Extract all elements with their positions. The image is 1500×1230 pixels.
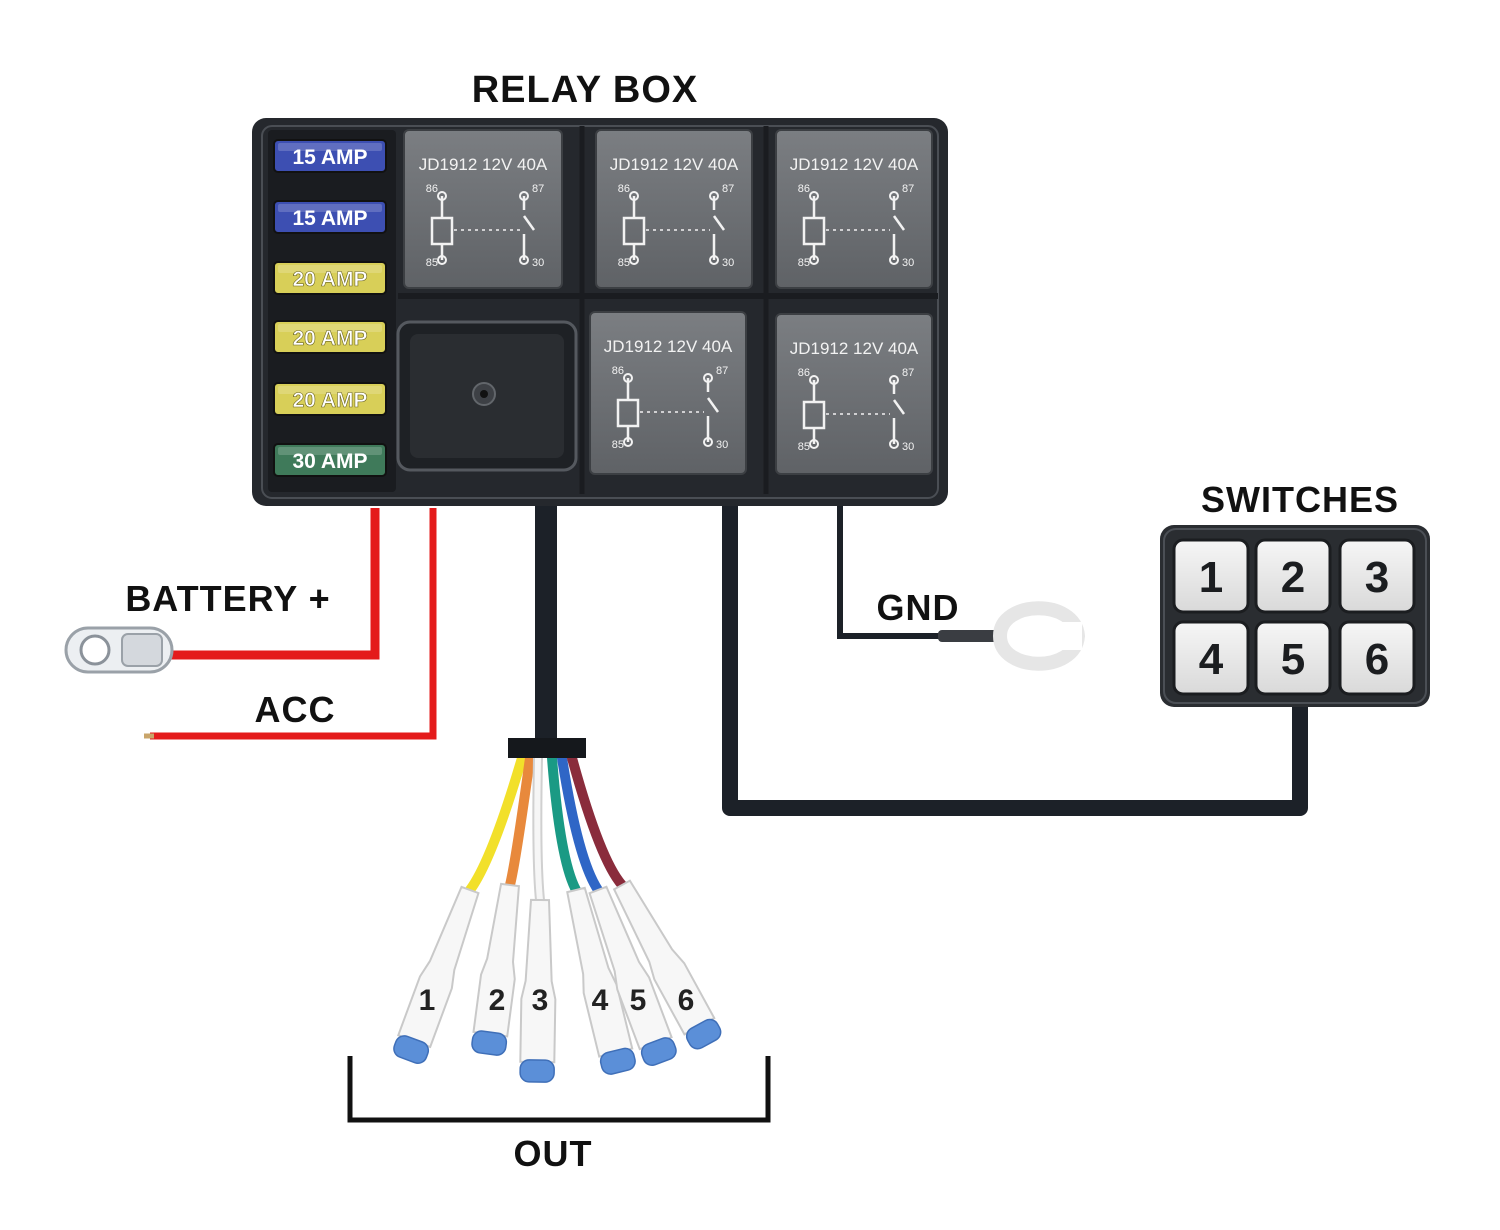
cable-sleeve (508, 738, 586, 758)
relay-pin-number: 85 (798, 441, 810, 453)
output-number-label: 1 (419, 984, 436, 1017)
relay-2: JD1912 12V 40A 86 87 85 30 (595, 129, 753, 289)
relay-schematic: 86 87 85 30 (612, 365, 729, 451)
fuse-label: 15 AMP (292, 146, 367, 169)
output-terminal-5: 5 (588, 885, 677, 1067)
output-wire-6 (567, 753, 627, 890)
relay-3: JD1912 12V 40A 86 87 85 30 (775, 129, 933, 289)
relay-pin-number: 86 (612, 365, 624, 377)
battery-ring-terminal (64, 626, 174, 674)
relay-pin-number: 86 (618, 183, 630, 195)
relay-pin-number: 87 (532, 183, 544, 195)
relay-pin-number: 85 (618, 257, 630, 269)
relay-box-title: RELAY BOX (472, 69, 699, 111)
relay-1: JD1912 12V 40A 86 87 85 30 (403, 129, 563, 289)
relay-label: JD1912 12V 40A (419, 155, 548, 174)
output-number-label: 4 (592, 984, 609, 1017)
relay-pin-number: 85 (426, 257, 438, 269)
relay-pin-number: 86 (426, 183, 438, 195)
out-bracket (347, 1056, 771, 1123)
switch-button-label: 1 (1199, 553, 1223, 602)
switches-label: SWITCHES (1201, 479, 1399, 520)
output-number-label: 3 (532, 984, 549, 1017)
relay-pin-number: 87 (716, 365, 728, 377)
switch-button-1[interactable]: 1 (1172, 538, 1250, 614)
fuse-label: 20 AMP (292, 327, 367, 350)
switch-button-label: 2 (1281, 553, 1305, 602)
output-number-label: 2 (489, 984, 506, 1017)
relay-schematic: 86 87 85 30 (426, 183, 545, 269)
switch-button-label: 4 (1199, 635, 1224, 684)
relay-pin-number: 30 (722, 257, 734, 269)
fuse-6: 30 AMP (273, 443, 387, 477)
relay-schematic: 86 87 85 30 (618, 183, 735, 269)
output-wire-bundle (465, 753, 627, 905)
relay-schematic: 86 87 85 30 (798, 183, 915, 269)
gnd-wire (837, 505, 950, 639)
relay-label: JD1912 12V 40A (604, 337, 733, 356)
relay-label: JD1912 12V 40A (610, 155, 739, 174)
output-wire-4 (547, 753, 581, 895)
relay-pin-number: 30 (532, 257, 544, 269)
switch-button-label: 6 (1365, 635, 1389, 684)
output-terminal-4: 4 (566, 886, 636, 1075)
fuse-label: 30 AMP (292, 450, 367, 473)
relay-label: JD1912 12V 40A (790, 339, 919, 358)
relay-pin-number: 30 (902, 441, 914, 453)
fuse-label: 15 AMP (292, 207, 367, 230)
relay-pin-number: 30 (902, 257, 914, 269)
relay-pin-number: 86 (798, 367, 810, 379)
battery-label: BATTERY + (125, 578, 330, 619)
relay-pin-number: 86 (798, 183, 810, 195)
fuse-4: 20 AMP (273, 320, 387, 354)
output-number-label: 5 (630, 984, 647, 1017)
fuse-2: 15 AMP (273, 200, 387, 234)
battery-wire (170, 508, 380, 660)
switch-button-label: 3 (1365, 553, 1389, 602)
acc-label: ACC (255, 689, 336, 730)
output-terminal-6: 6 (612, 879, 722, 1050)
relay-label: JD1912 12V 40A (790, 155, 919, 174)
output-terminal-1: 1 (393, 885, 480, 1064)
output-wire-2 (505, 753, 535, 890)
relay-pin-number: 87 (902, 367, 914, 379)
fuse-label: 20 AMP (292, 268, 367, 291)
fuse-label: 20 AMP (292, 389, 367, 412)
relay-pin-number: 87 (722, 183, 734, 195)
acc-wire (150, 508, 437, 740)
switch-button-label: 5 (1281, 635, 1305, 684)
switch-button-4[interactable]: 4 (1172, 620, 1250, 696)
relay-schematic: 86 87 85 30 (798, 367, 915, 453)
out-label: OUT (514, 1133, 593, 1174)
switch-button-6[interactable]: 6 (1338, 620, 1416, 696)
gnd-label: GND (877, 587, 960, 628)
relay-5: JD1912 12V 40A 86 87 85 30 (775, 313, 933, 475)
switch-cable (722, 505, 1308, 816)
switch-button-3[interactable]: 3 (1338, 538, 1416, 614)
output-terminal-3: 3 (519, 898, 557, 1083)
relay-pin-number: 30 (716, 439, 728, 451)
output-wire-1 (465, 753, 527, 895)
relay-4: JD1912 12V 40A 86 87 85 30 (589, 311, 747, 475)
relay-pin-number: 85 (612, 439, 624, 451)
output-wire-5 (557, 753, 603, 895)
switch-button-5[interactable]: 5 (1254, 620, 1332, 696)
ground-fork-terminal (938, 601, 1086, 671)
switch-button-2[interactable]: 2 (1254, 538, 1332, 614)
output-number-label: 6 (678, 984, 695, 1017)
fuse-3: 20 AMP (273, 261, 387, 295)
relay-pin-number: 87 (902, 183, 914, 195)
fuse-1: 15 AMP (273, 139, 387, 173)
relay-pin-number: 85 (798, 257, 810, 269)
fuse-5: 20 AMP (273, 382, 387, 416)
output-terminal-2: 2 (471, 882, 520, 1056)
flasher-module (396, 320, 578, 472)
